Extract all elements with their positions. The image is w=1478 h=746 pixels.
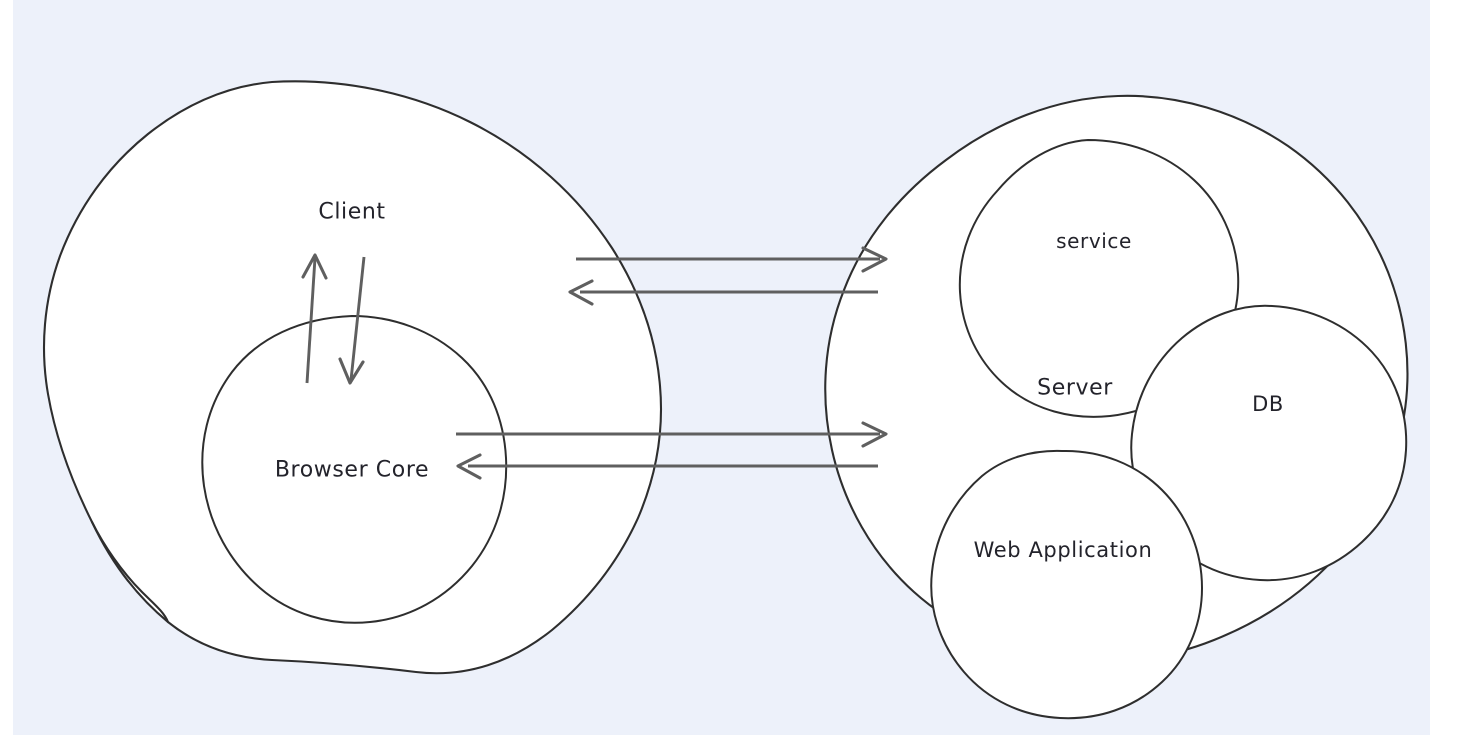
arrow-browsercore-to-server-head <box>861 421 888 448</box>
db-blob-outline[interactable] <box>1130 304 1408 582</box>
server-label: Server <box>1037 375 1113 401</box>
browser-core-label: Browser Core <box>274 457 430 483</box>
arrow-server-to-browsercore-head <box>456 453 482 480</box>
arrow-browsercore-to-client-head <box>301 253 328 280</box>
web-application-label: Web Application <box>973 538 1153 562</box>
arrow-client-to-browsercore-shaft[interactable] <box>349 256 366 381</box>
arrow-client-to-browsercore-head <box>338 357 365 385</box>
service-blob-outline[interactable] <box>958 139 1240 418</box>
client-label: Client <box>318 199 386 225</box>
arrow-browsercore-to-client-shaft[interactable] <box>305 257 317 384</box>
db-label: DB <box>1252 392 1284 416</box>
service-label: service <box>1056 229 1132 253</box>
arrow-client-to-server-head <box>861 246 888 273</box>
browser-core-outline[interactable] <box>201 315 508 624</box>
client-blob-kink <box>90 520 170 624</box>
webapp-blob-outline[interactable] <box>930 449 1203 720</box>
arrow-server-to-client-head <box>568 279 594 306</box>
